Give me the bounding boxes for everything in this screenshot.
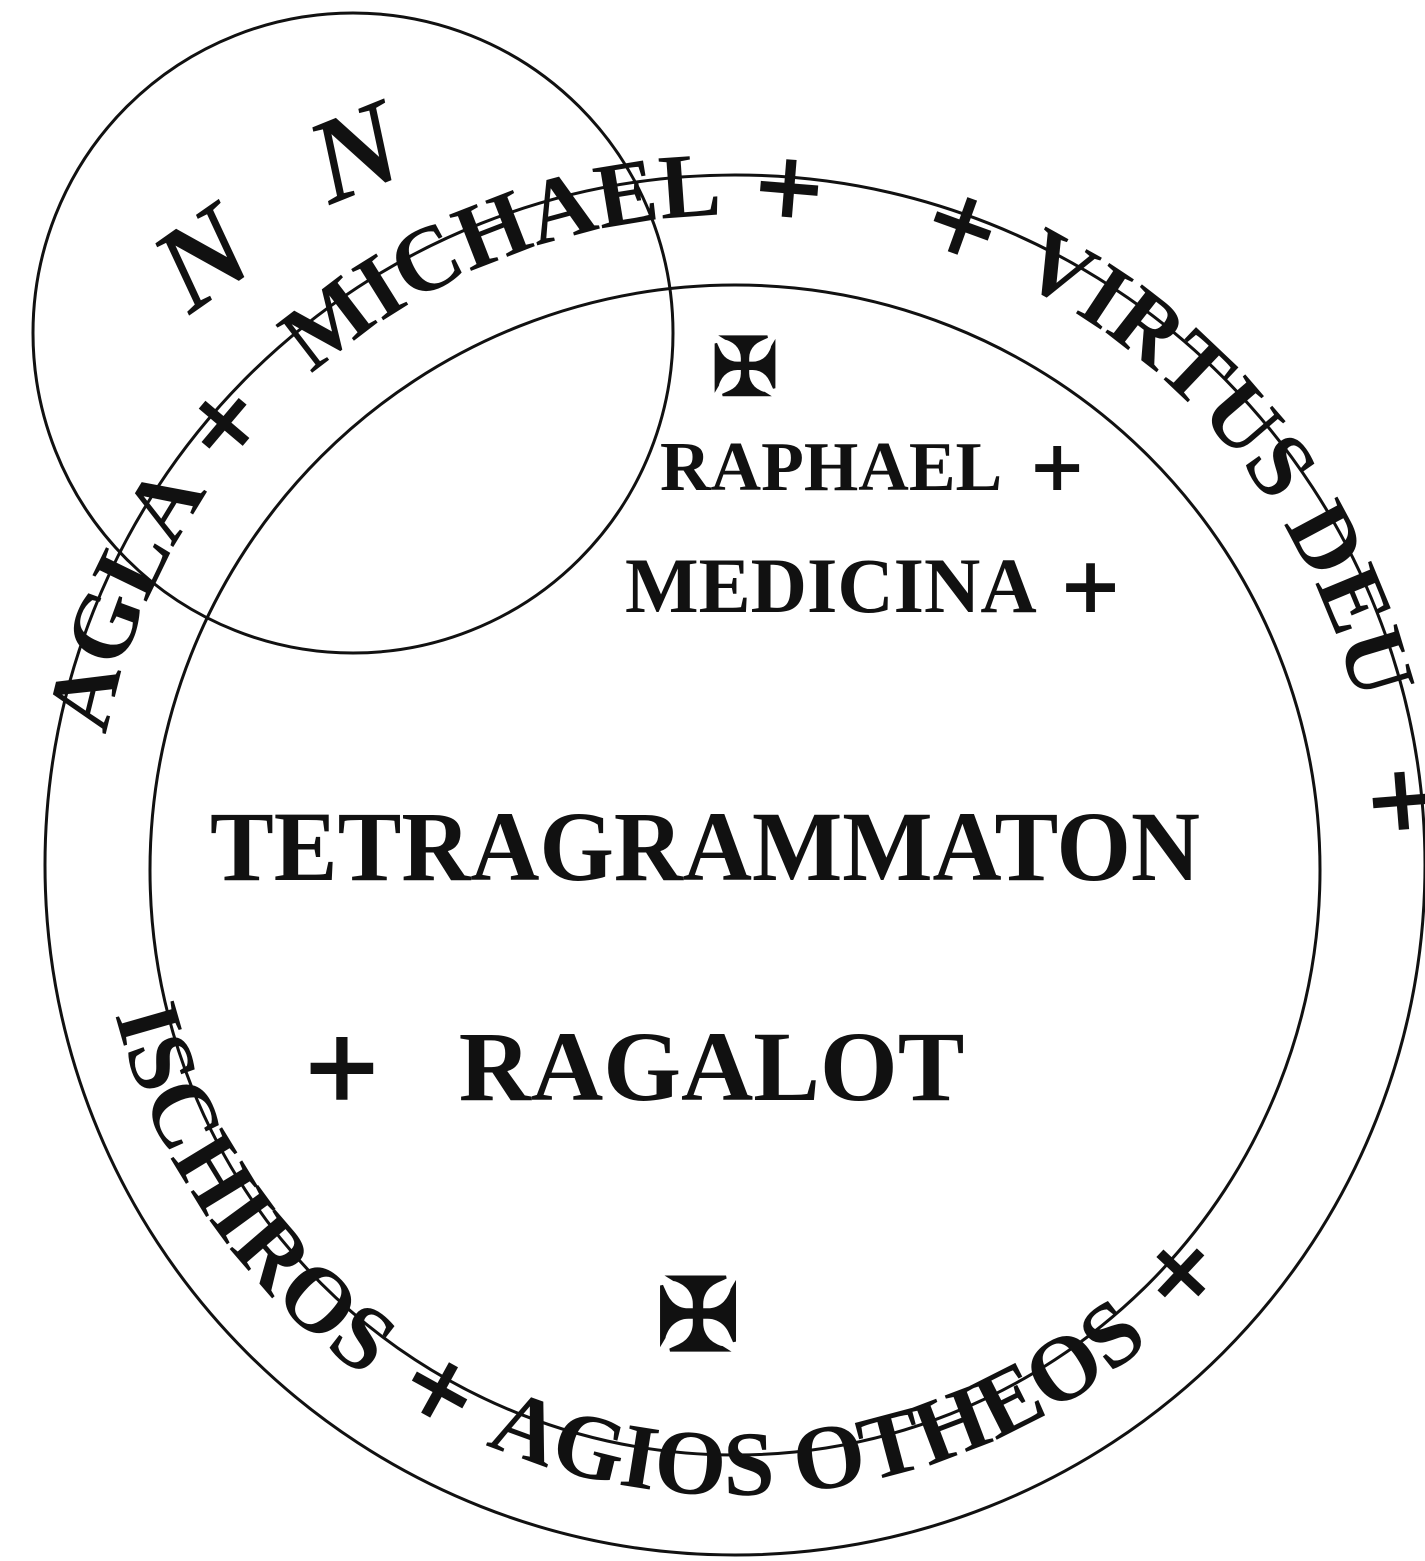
cross-small-icon: + [1348, 758, 1425, 844]
raphael-label: RAPHAEL + [660, 424, 1087, 507]
inner-ring-circle [148, 283, 1322, 1457]
cross-small-icon: + [300, 1006, 384, 1124]
cross-small-icon: + [156, 357, 288, 486]
cross-small-icon: + [1028, 424, 1087, 507]
cross-small-icon: + [1058, 540, 1123, 631]
ring-paracletus: PARACLETUS [0, 0, 35, 20]
tetragrammaton-label: TETRAGRAMMATON [210, 791, 1200, 902]
ring-agla: AGLA [26, 449, 224, 740]
nn-letter-2: N [288, 72, 424, 230]
nn-letter-1: N [127, 175, 279, 337]
cross-small-icon: + [1113, 1206, 1245, 1336]
ring-agios-otheos: AGIOS OTHEOS [478, 1278, 1163, 1516]
ragalot-label: + RAGALOT [300, 1006, 964, 1124]
corner-circle [31, 11, 675, 655]
cross-small-icon: + [747, 128, 833, 242]
cross-icon-upper: ✠ [711, 320, 778, 414]
medicina-label: MEDICINA + [625, 540, 1123, 631]
outer-ring-circle [43, 173, 1425, 1557]
ring-text-left: AGLA + [26, 357, 288, 740]
cross-small-icon: + [909, 159, 1018, 287]
cross-small-icon: + [381, 1321, 501, 1453]
cross-icon-lower: ✠ [656, 1256, 740, 1374]
